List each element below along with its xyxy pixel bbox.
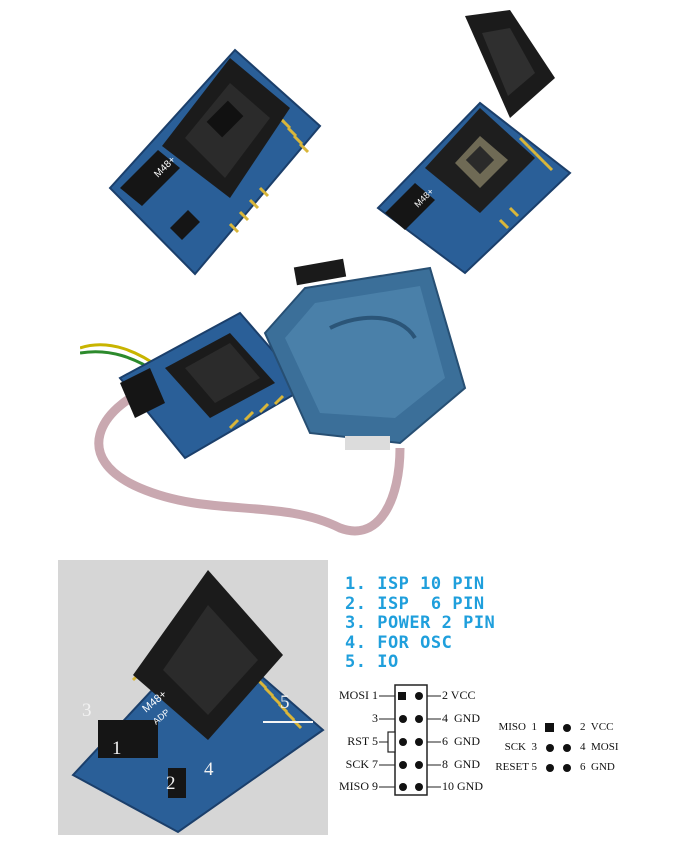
callout-2: 2 bbox=[166, 773, 176, 794]
isp6-pinout-diagram: MISO 1 SCK 3 RESET 5 2 VCC 4 MOSI 6 GND bbox=[488, 717, 623, 782]
isp6-pin-3: SCK 3 bbox=[504, 741, 537, 753]
isp10-pin-6: 6 GND bbox=[442, 734, 480, 748]
isp10-pin-9: MISO 9 bbox=[338, 779, 378, 793]
callout-5: 5 bbox=[280, 692, 290, 713]
isp10-pin-7: SCK 7 bbox=[345, 757, 378, 771]
isp10-pin-5: RST 5 bbox=[347, 734, 378, 748]
isp10-pin-10: 10 GND bbox=[442, 779, 483, 793]
isp6-pin-6: 6 GND bbox=[580, 761, 615, 773]
isp10-pin-2: 2 VCC bbox=[442, 688, 476, 702]
legend-item-power: 3. POWER 2 PIN bbox=[345, 613, 496, 633]
isp10-pin-4: 4 GND bbox=[442, 711, 480, 725]
isp6-pin-4: 4 MOSI bbox=[580, 741, 619, 753]
photo-adapter-open: M48+ bbox=[370, 8, 580, 278]
callout-3: 3 bbox=[82, 700, 92, 721]
photo-adapter-with-programmer bbox=[80, 258, 480, 548]
legend-item-io: 5. IO bbox=[345, 652, 399, 672]
isp6-pin-2: 2 VCC bbox=[580, 721, 614, 733]
isp6-pin-5: RESET 5 bbox=[495, 761, 537, 773]
legend-item-isp6: 2. ISP 6 PIN bbox=[345, 593, 485, 614]
callout-4: 4 bbox=[204, 759, 214, 780]
photo-adapter-labelled: M48+ ADP 1 2 3 4 5 bbox=[58, 560, 328, 835]
photo-adapter-closed: M48+ bbox=[100, 38, 330, 278]
isp6-pin-1: MISO 1 bbox=[498, 721, 537, 733]
callout-1: 1 bbox=[112, 738, 122, 759]
legend-item-osc: 4. FOR OSC bbox=[345, 632, 453, 653]
isp10-pin-3: 3 bbox=[372, 711, 378, 725]
isp10-pin-1: MOSI 1 bbox=[338, 688, 378, 702]
isp10-pinout-diagram: MOSI 1 3 RST 5 SCK 7 MISO 9 2 VCC 4 GND … bbox=[335, 683, 485, 798]
connector-legend: 1. ISP 10 PIN 2. ISP 6 PIN 3. POWER 2 PI… bbox=[345, 574, 645, 673]
legend-item-isp10: 1. ISP 10 PIN bbox=[345, 574, 485, 594]
isp10-pin-8: 8 GND bbox=[442, 757, 480, 771]
